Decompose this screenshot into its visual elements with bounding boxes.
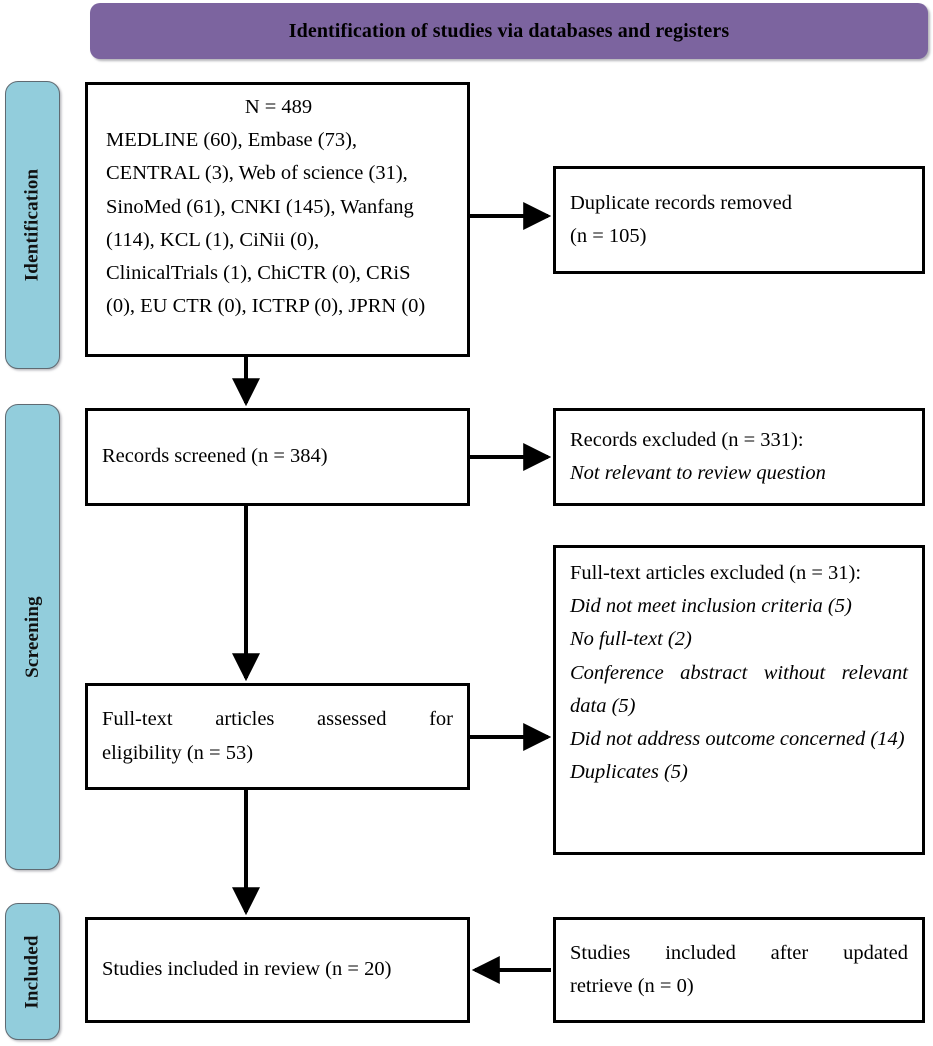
page-title: Identification of studies via databases … — [288, 20, 730, 42]
duplicates-removed-text: Duplicate records removed — [570, 191, 792, 214]
box-duplicate-records-removed: Duplicate records removed (n = 105) — [553, 166, 925, 274]
identification-source-line: CENTRAL (3), Web of science (31), — [106, 162, 408, 185]
fulltext-excluded-heading: Full-text articles excluded (n = 31): — [570, 562, 862, 584]
stage-label-included-text: Included — [21, 934, 43, 1009]
fulltext-assessed-text: Full-text articles assessed for — [102, 708, 453, 731]
identification-source-line: ClinicalTrials (1), ChiCTR (0), CRiS — [106, 262, 411, 285]
box-records-screened: Records screened (n = 384) — [85, 408, 470, 506]
stage-label-screening: Screening — [5, 404, 60, 870]
duplicates-removed-count: (n = 105) — [570, 225, 647, 247]
identification-total: N = 489 — [244, 96, 313, 118]
stage-label-included: Included — [5, 903, 60, 1040]
fulltext-assessed-count: eligibility (n = 53) — [102, 741, 254, 764]
box-studies-included-updated-retrieve: Studies included after updated retrieve … — [553, 917, 925, 1023]
header-banner: Identification of studies via databases … — [90, 3, 928, 59]
records-screened-text: Records screened (n = 384) — [102, 445, 328, 468]
box-records-excluded: Records excluded (n = 331): Not relevant… — [553, 408, 925, 506]
updated-retrieve-count: retrieve (n = 0) — [570, 975, 694, 997]
fulltext-excluded-reason: Conference abstract without relevant dat… — [570, 661, 908, 717]
updated-retrieve-text: Studies included after updated — [570, 941, 908, 964]
identification-source-line: (114), KCL (1), CiNii (0), — [106, 228, 320, 251]
fulltext-excluded-reason: Duplicates (5) — [570, 761, 688, 784]
identification-source-line: (0), EU CTR (0), ICTRP (0), JPRN (0) — [106, 295, 426, 318]
fulltext-excluded-reason: Did not meet inclusion criteria (5) — [570, 595, 852, 618]
box-studies-included-in-review: Studies included in review (n = 20) — [85, 917, 470, 1023]
fulltext-excluded-reason: Did not address outcome concerned (14) — [570, 728, 905, 751]
records-excluded-heading: Records excluded (n = 331): — [570, 428, 804, 451]
stage-label-screening-text: Screening — [21, 596, 43, 678]
stage-label-identification-text: Identification — [21, 168, 43, 282]
box-identification-records: N = 489 MEDLINE (60), Embase (73), CENTR… — [85, 82, 470, 357]
box-fulltext-articles-excluded: Full-text articles excluded (n = 31): Di… — [553, 545, 925, 855]
fulltext-excluded-reason: No full-text (2) — [570, 628, 692, 651]
records-excluded-reason: Not relevant to review question — [570, 462, 826, 484]
studies-included-text: Studies included in review (n = 20) — [102, 958, 392, 981]
box-fulltext-articles-assessed: Full-text articles assessed for eligibil… — [85, 683, 470, 790]
stage-label-identification: Identification — [5, 81, 60, 369]
identification-source-line: MEDLINE (60), Embase (73), — [106, 129, 358, 152]
identification-source-line: SinoMed (61), CNKI (145), Wanfang — [106, 195, 414, 218]
